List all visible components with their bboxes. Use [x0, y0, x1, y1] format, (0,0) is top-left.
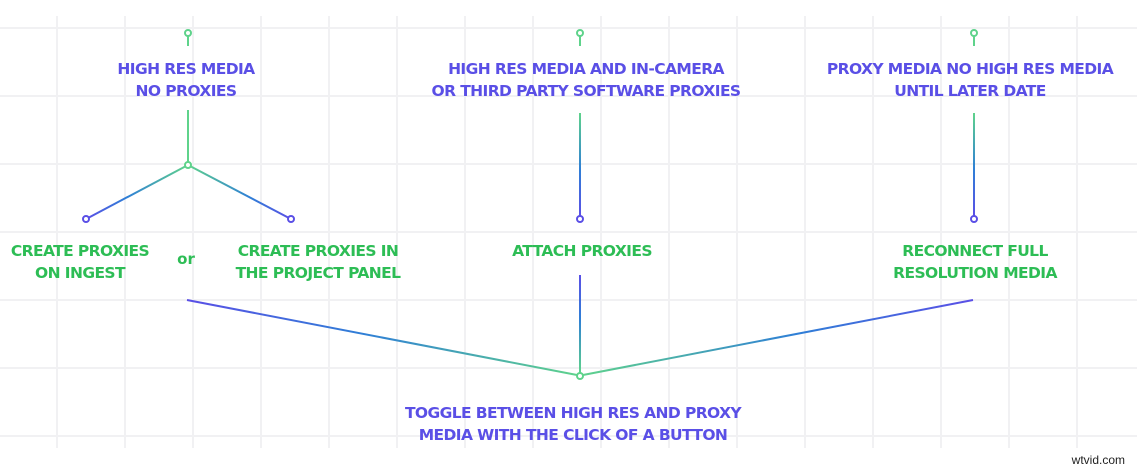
node-line: TOGGLE BETWEEN HIGH RES AND PROXY — [404, 404, 742, 422]
node-reconnect-full-res: RECONNECT FULL RESOLUTION MEDIA — [893, 240, 1057, 284]
node-line: THE PROJECT PANEL — [235, 264, 401, 282]
node-line: NO PROXIES — [135, 82, 238, 100]
node-high-res-camera-proxies: HIGH RES MEDIA AND IN-CAMERA OR THIRD PA… — [431, 58, 742, 102]
node-line: ATTACH PROXIES — [512, 242, 652, 260]
or-label: or — [177, 250, 195, 268]
watermark: wtvid.com — [1071, 453, 1125, 467]
node-high-res-no-proxies: HIGH RES MEDIA NO PROXIES — [117, 58, 255, 102]
node-line: HIGH RES MEDIA — [117, 60, 255, 78]
node-line: CREATE PROXIES — [10, 242, 150, 260]
node-toggle: TOGGLE BETWEEN HIGH RES AND PROXY MEDIA … — [404, 402, 742, 446]
node-line: CREATE PROXIES IN — [237, 242, 399, 260]
node-line: HIGH RES MEDIA AND IN-CAMERA — [448, 60, 724, 78]
node-line: MEDIA WITH THE CLICK OF A BUTTON — [418, 426, 728, 444]
top-stub-center — [576, 29, 584, 46]
node-line: RESOLUTION MEDIA — [893, 264, 1057, 282]
node-proxy-media-only: PROXY MEDIA NO HIGH RES MEDIA UNTIL LATE… — [826, 58, 1114, 102]
node-create-proxies-ingest: CREATE PROXIES ON INGEST — [10, 240, 150, 284]
top-stub-left — [184, 29, 192, 46]
top-stub-right — [970, 29, 978, 46]
node-attach-proxies: ATTACH PROXIES — [512, 240, 652, 262]
node-line: PROXY MEDIA NO HIGH RES MEDIA — [826, 60, 1114, 78]
node-line: OR THIRD PARTY SOFTWARE PROXIES — [431, 82, 742, 100]
node-line: UNTIL LATER DATE — [894, 82, 1046, 100]
node-create-proxies-panel: CREATE PROXIES IN THE PROJECT PANEL — [236, 240, 401, 284]
node-line: ON INGEST — [35, 264, 126, 282]
node-line: RECONNECT FULL — [902, 242, 1048, 260]
